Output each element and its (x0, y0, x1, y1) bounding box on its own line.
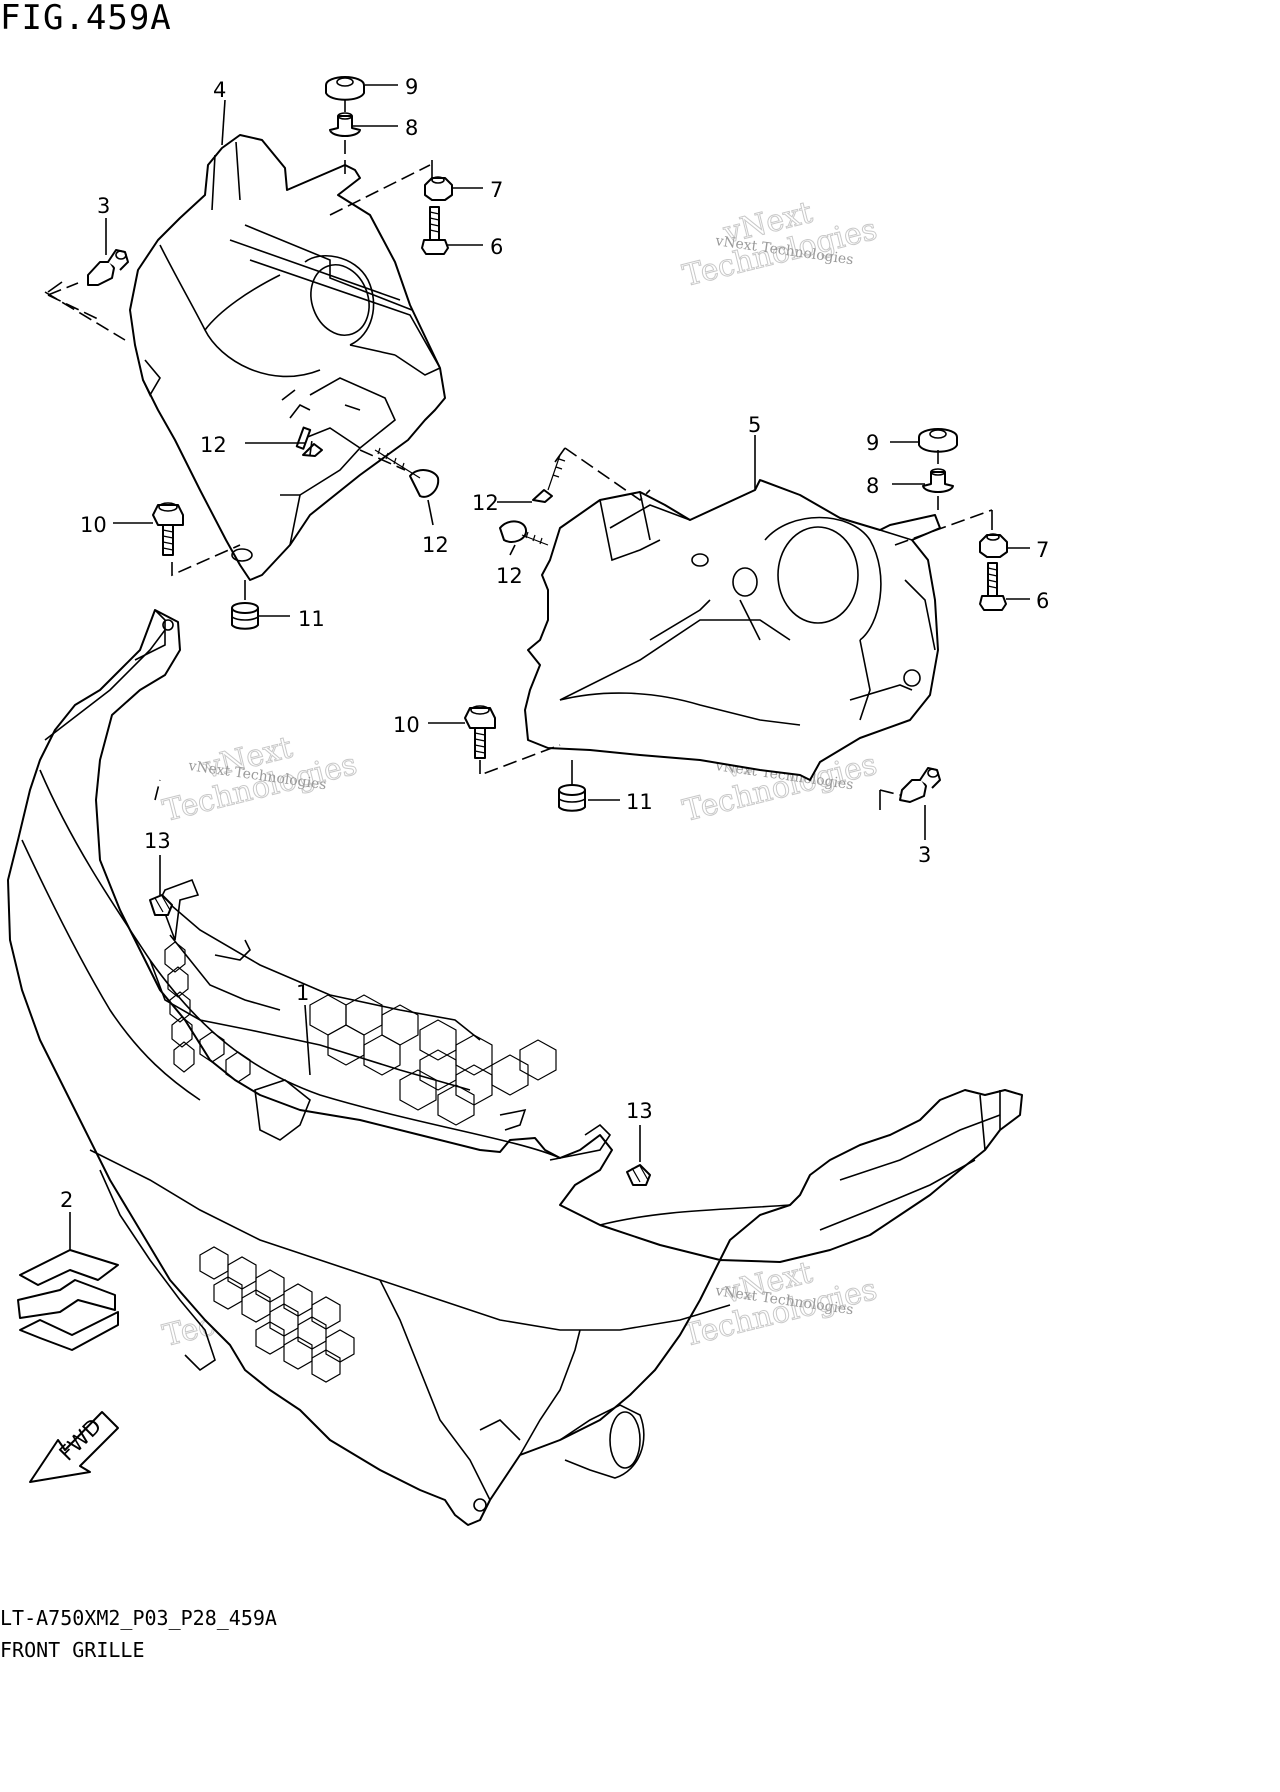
part-13-clip-upper (149, 894, 173, 916)
part-9-grommet-right (918, 428, 958, 453)
part-13-clip-lower (626, 1164, 651, 1186)
callout-7: 7 (490, 178, 503, 202)
callout-11: 11 (298, 607, 325, 631)
callout-12: 12 (496, 564, 523, 588)
part-5-right-headlight-housing (524, 479, 941, 781)
figure-title: FIG.459A (0, 0, 172, 38)
callout-5: 5 (748, 413, 761, 437)
part-11-grommet-left (231, 602, 259, 630)
callout-12: 12 (472, 491, 499, 515)
figure-name: FRONT GRILLE (0, 1638, 145, 1662)
callout-6: 6 (1036, 589, 1049, 613)
figure-code: LT-A750XM2_P03_P28_459A (0, 1606, 277, 1630)
callout-3: 3 (97, 194, 110, 218)
grille-mesh-left (164, 941, 251, 1083)
callout-6: 6 (490, 235, 503, 259)
leader-lines (44, 84, 1030, 1250)
callout-1: 1 (296, 981, 309, 1005)
part-12-screw-right-b (499, 520, 549, 546)
callout-2: 2 (60, 1188, 73, 1212)
part-3-clip-left (87, 249, 129, 286)
callout-13: 13 (144, 829, 171, 853)
fwd-arrow-icon: FWD (29, 1411, 119, 1483)
part-2-emblem (17, 1249, 119, 1351)
grille-mesh-lower (199, 1246, 355, 1383)
callout-3: 3 (918, 843, 931, 867)
callout-labels: 4 9 8 7 6 3 12 12 10 11 13 1 13 2 5 9 8 … (60, 75, 1049, 1212)
callout-12: 12 (200, 433, 227, 457)
callout-12: 12 (422, 533, 449, 557)
part-9-grommet-left (325, 76, 365, 101)
callout-13: 13 (626, 1099, 653, 1123)
part-11-grommet-right (558, 784, 586, 812)
part-6-bolt-right (979, 562, 1007, 611)
part-10-bolt-right (464, 705, 496, 759)
callout-7: 7 (1036, 538, 1049, 562)
part-10-bolt-left (152, 502, 184, 556)
callout-4: 4 (213, 78, 226, 102)
part-4-left-headlight-housing (129, 134, 446, 581)
callout-11: 11 (626, 790, 653, 814)
part-8-collar-left (329, 112, 361, 137)
part-12-screw-right-a (532, 454, 566, 503)
part-8-collar-right (922, 468, 954, 493)
callout-9: 9 (405, 75, 418, 99)
part-3-clip-right (899, 767, 941, 803)
callout-9: 9 (866, 431, 879, 455)
grille-mesh-upper (309, 994, 557, 1126)
part-12-screw-left-b (374, 447, 440, 498)
callout-10: 10 (393, 713, 420, 737)
callout-10: 10 (80, 513, 107, 537)
part-1-front-grille (7, 609, 1023, 1526)
part-6-bolt-left (421, 206, 449, 255)
callout-8: 8 (405, 116, 418, 140)
callout-8: 8 (866, 474, 879, 498)
part-7-nut-left (424, 176, 453, 201)
part-7-nut-right (979, 533, 1008, 558)
